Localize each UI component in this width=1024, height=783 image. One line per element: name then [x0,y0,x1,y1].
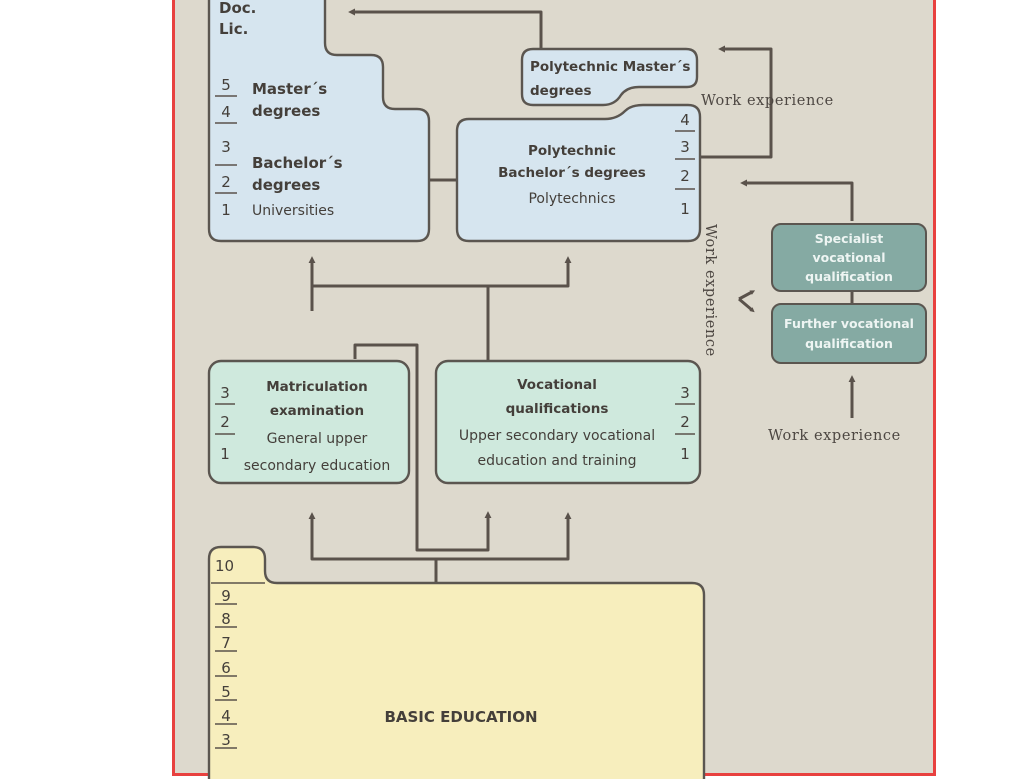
poly-masters-label-line1: Polytechnic Master´s [530,59,690,75]
work-experience-label-vertical: Work experience [702,224,718,357]
arrow-poly-masters-to-doctorate [348,8,543,53]
further-qualification-box: Further vocational qualification [771,303,927,364]
bachelors-label-line2: degrees [252,176,320,194]
arrow-work-experience-to-poly-masters [699,45,773,159]
university-year-3: 3 [221,138,231,156]
matriculation-year-1: 1 [220,445,230,463]
masters-label-line1: Master´s [252,80,327,98]
basic-year-5: 5 [221,683,231,701]
upper-secondary-vocational-line2: education and training [478,453,637,469]
vocational-label-line2: qualifications [506,401,609,417]
education-system-diagram: Doc. Lic. 5 4 3 2 1 Master´s degrees Bac… [207,0,927,783]
basic-year-9: 9 [221,587,231,605]
arrow-to-universities-and-polytechnics [310,256,572,311]
general-upper-secondary-line1: General upper [267,431,368,447]
basic-education-box: 10 9 8 7 6 5 4 3 BASIC EDUCATION [207,545,706,783]
diagram-frame: Doc. Lic. 5 4 3 2 1 Master´s degrees Bac… [172,0,936,783]
polytechnic-year-4: 4 [680,111,690,129]
basic-year-3: 3 [221,731,231,749]
specialist-label-line2: vocational [812,250,885,265]
matriculation-label-line2: examination [270,403,364,419]
basic-year-10: 10 [215,557,234,575]
upper-secondary-vocational-line1: Upper secondary vocational [459,428,655,444]
polytechnics-label-line1: Polytechnic [528,143,616,159]
vocational-year-1: 1 [680,445,690,463]
matriculation-year-2: 2 [220,413,230,431]
arrow-matriculation-to-vocational [353,343,492,552]
basic-year-8: 8 [221,610,231,628]
further-label-line1: Further vocational [784,316,914,331]
university-year-5: 5 [221,76,231,94]
matriculation-year-3: 3 [220,384,230,402]
vocational-year-3: 3 [680,384,690,402]
polytechnic-year-2: 2 [680,167,690,185]
licentiate-label: Lic. [219,20,248,38]
arrow-work-experience-to-further-small [738,297,755,313]
arrow-specialist-to-polytechnic [740,179,854,221]
matriculation-box: Matriculation examination General upper … [207,359,411,485]
arrow-basic-to-vocational [436,512,572,561]
basic-year-4: 4 [221,707,231,725]
vocational-year-2: 2 [680,413,690,431]
polytechnics-label: Polytechnics [528,191,615,207]
specialist-label-line3: qualification [805,269,893,284]
arrow-basic-to-matriculation [308,512,438,584]
masters-label-line2: degrees [252,102,320,120]
universities-label: Universities [252,203,334,219]
arrow-work-experience-to-specialist [738,290,756,301]
matriculation-label-line1: Matriculation [266,379,368,395]
general-upper-secondary-line2: secondary education [244,458,390,474]
specialist-qualification-box: Specialist vocational qualification [771,223,927,292]
basic-year-6: 6 [221,659,231,677]
polytechnic-year-1: 1 [680,200,690,218]
work-experience-label-top: Work experience [701,93,834,109]
vocational-box: Vocational qualifications Upper secondar… [434,359,702,485]
poly-masters-label-line2: degrees [530,83,592,99]
basic-year-7: 7 [221,634,231,652]
university-year-2: 2 [221,173,231,191]
bachelors-label-line1: Bachelor´s [252,154,343,172]
universities-box: Doc. Lic. 5 4 3 2 1 Master´s degrees Bac… [207,0,431,243]
doctorate-label: Doc. [219,0,256,17]
basic-education-title: BASIC EDUCATION [384,708,537,726]
polytechnics-box: Polytechnic Bachelor´s degrees Polytechn… [455,103,702,243]
connectors [308,8,856,584]
specialist-label-line1: Specialist [815,231,884,246]
work-experience-label-bottom: Work experience [768,428,901,444]
vocational-label-line1: Vocational [517,377,597,393]
university-year-1: 1 [221,201,231,219]
polytechnic-year-3: 3 [680,138,690,156]
further-label-line2: qualification [805,336,893,351]
polytechnic-masters-box: Polytechnic Master´s degrees [520,47,699,107]
polytechnics-label-line2: Bachelor´s degrees [498,165,646,181]
university-year-4: 4 [221,103,231,121]
